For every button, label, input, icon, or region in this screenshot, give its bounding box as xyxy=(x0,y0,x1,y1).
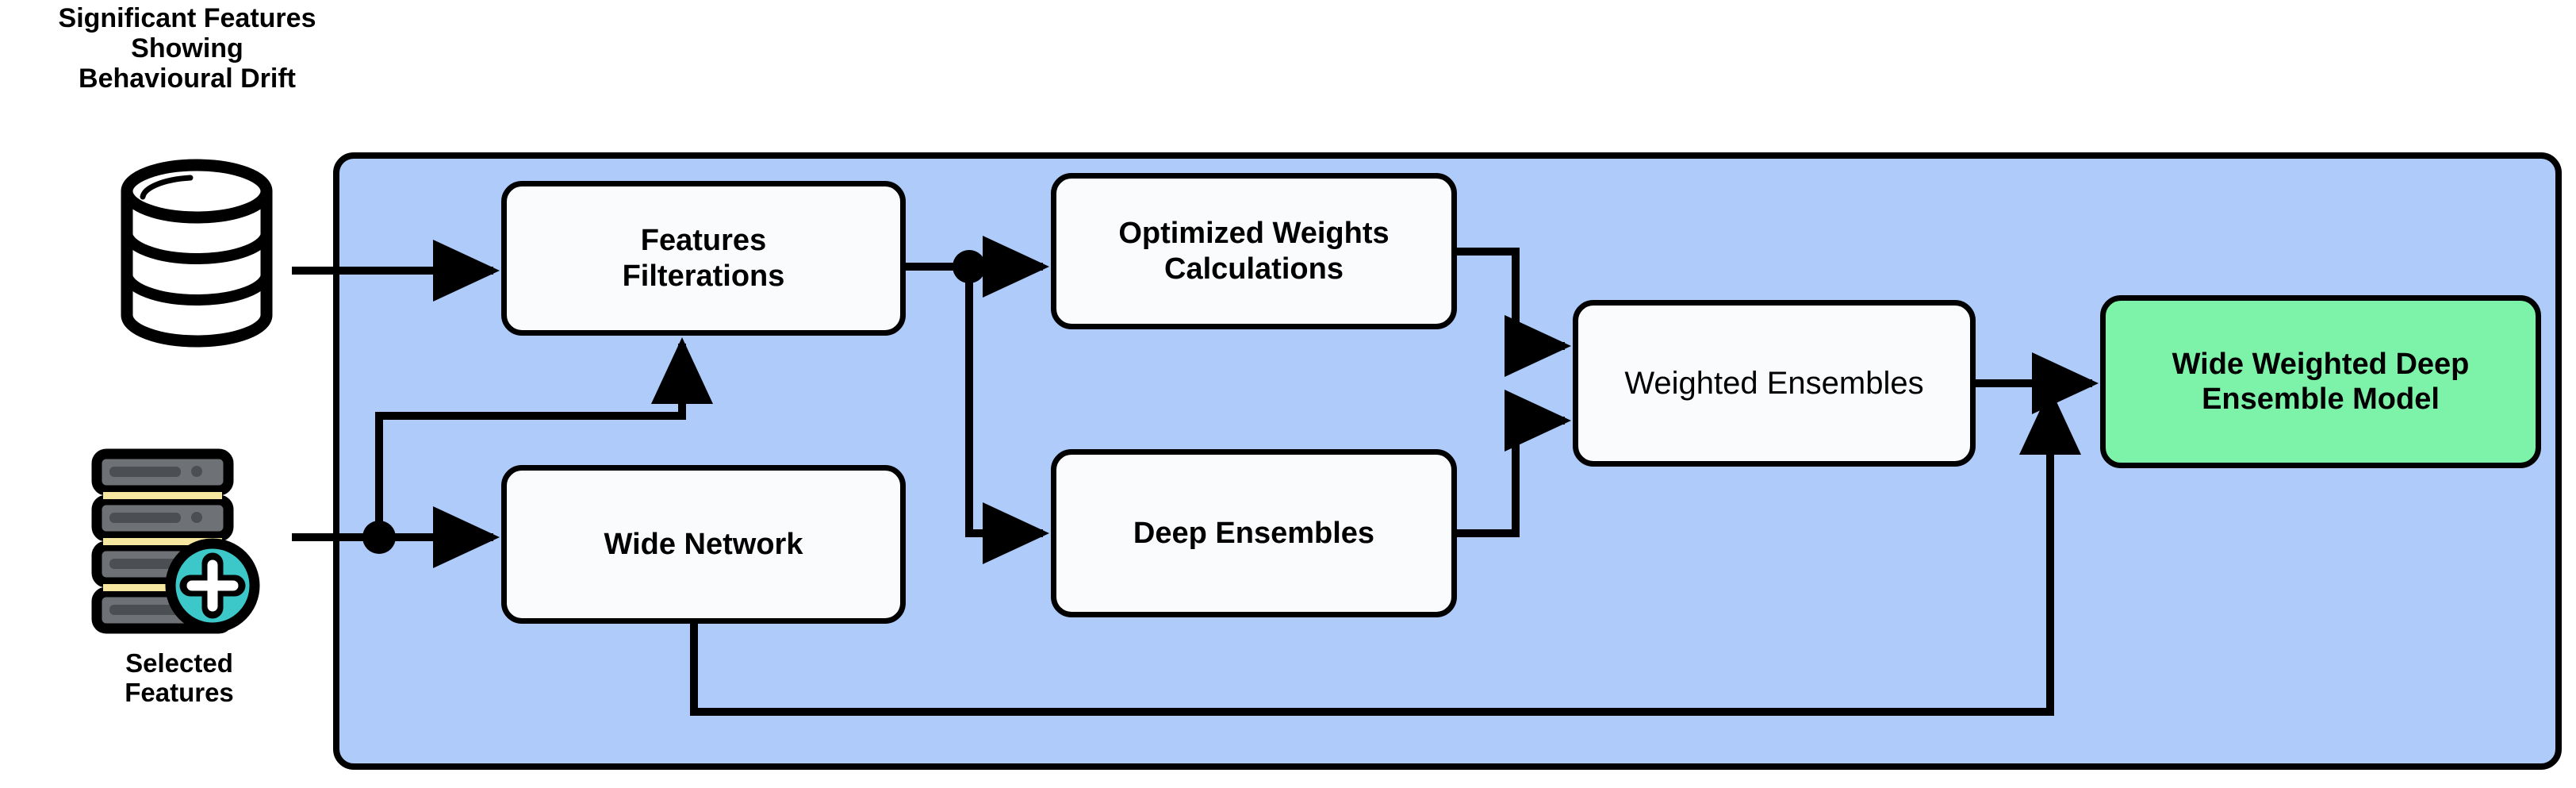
edge-deep-to-weighted xyxy=(1457,390,1572,537)
node-features-filterations[interactable]: Features Filterations xyxy=(501,181,906,336)
edge-server-to-features xyxy=(375,336,713,537)
edge-features-to-deep xyxy=(965,267,1050,564)
node-weighted-ensembles[interactable]: Weighted Ensembles xyxy=(1573,300,1976,467)
edge-optweights-to-weighted xyxy=(1457,248,1572,377)
junction-dot-server xyxy=(362,521,396,554)
node-wide-weighted-deep-ensemble-model[interactable]: Wide Weighted Deep Ensemble Model xyxy=(2100,295,2541,468)
significant-features-caption: Significant Features Showing Behavioural… xyxy=(58,3,316,94)
node-deep-ensembles[interactable]: Deep Ensembles xyxy=(1051,449,1457,617)
selected-features-caption: Selected Features xyxy=(125,648,234,707)
junction-dot-features xyxy=(953,250,986,283)
edge-wide-to-model xyxy=(690,387,2081,716)
server-stack-add-icon xyxy=(91,448,260,634)
node-wide-network[interactable]: Wide Network xyxy=(501,465,906,624)
database-cylinder-icon xyxy=(121,159,273,348)
node-optimized-weights-calculations[interactable]: Optimized Weights Calculations xyxy=(1051,173,1457,329)
